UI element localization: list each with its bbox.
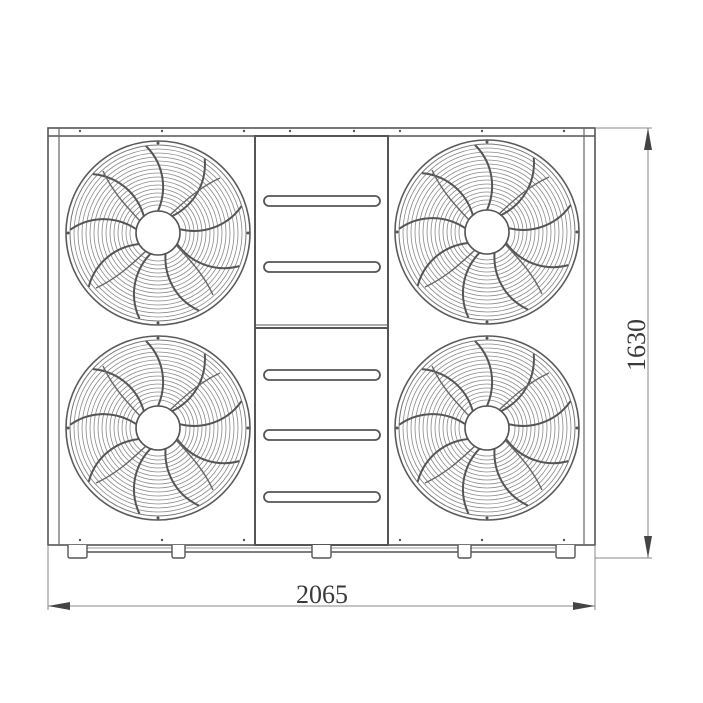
vent-slot: [263, 429, 381, 441]
center-panel: [254, 135, 389, 546]
width-label: 2065: [296, 580, 348, 609]
width-dimension: 2065: [47, 545, 596, 610]
arrow-left-icon: [48, 602, 70, 610]
foot: [311, 545, 332, 559]
vent-slot: [263, 261, 381, 273]
vent-slot: [263, 369, 381, 381]
height-label: 1630: [622, 319, 651, 371]
vent-slot: [263, 195, 381, 207]
height-dimension: 1630: [595, 127, 652, 559]
foot: [67, 545, 88, 559]
foot: [457, 545, 472, 559]
foot: [555, 545, 576, 559]
vent-slot: [263, 491, 381, 503]
base: [67, 545, 576, 559]
arrow-up-icon: [644, 128, 652, 150]
foot: [171, 545, 186, 559]
arrow-down-icon: [644, 536, 652, 558]
arrow-right-icon: [573, 602, 595, 610]
